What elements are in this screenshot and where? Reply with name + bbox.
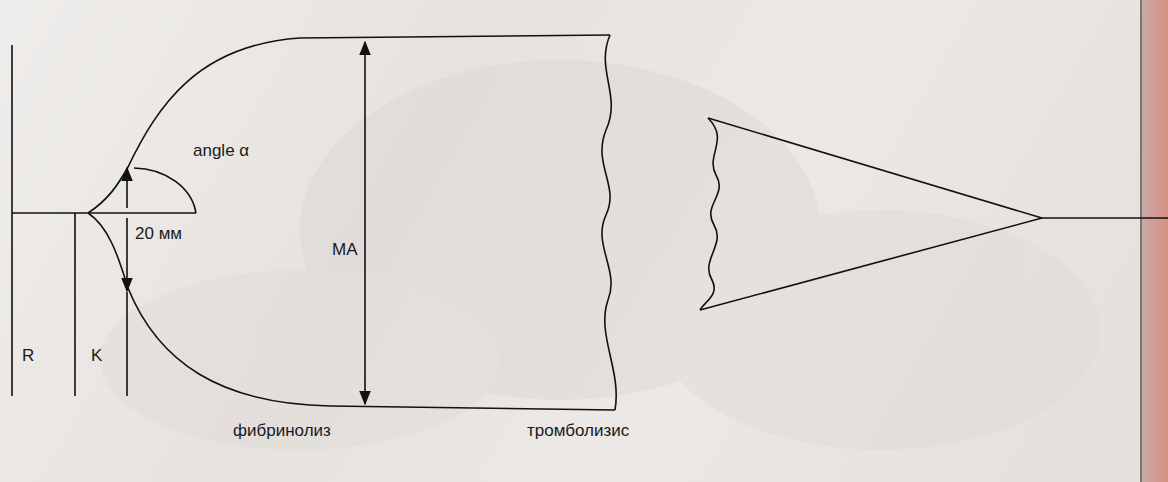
trace-lower: [700, 218, 1042, 310]
dimension-arrow: [126, 168, 128, 208]
trace-upper: [708, 118, 1042, 218]
dimension-arrow: [126, 218, 128, 291]
background-photo: [100, 60, 1100, 450]
diagram-label: K: [91, 346, 102, 366]
phase-line: [74, 213, 76, 396]
angle-arc: [134, 168, 196, 213]
diagram-label: фибринолиз: [233, 421, 331, 441]
break-edge: [700, 118, 719, 310]
baseline: [12, 212, 196, 214]
trace-lower: [88, 213, 615, 410]
baseline: [1042, 217, 1168, 219]
phase-line: [126, 292, 128, 396]
break-edge: [602, 35, 616, 410]
axis-line: [11, 45, 13, 396]
side-strip: [1142, 0, 1168, 482]
diagram-label: 20 мм: [135, 224, 182, 244]
diagram-label: тромболизис: [527, 421, 629, 441]
ma-arrow: [364, 42, 366, 404]
diagram-label: angle α: [193, 141, 249, 161]
trace-upper: [88, 35, 610, 213]
diagram-label: MA: [332, 240, 358, 260]
diagram-label: R: [22, 346, 34, 366]
